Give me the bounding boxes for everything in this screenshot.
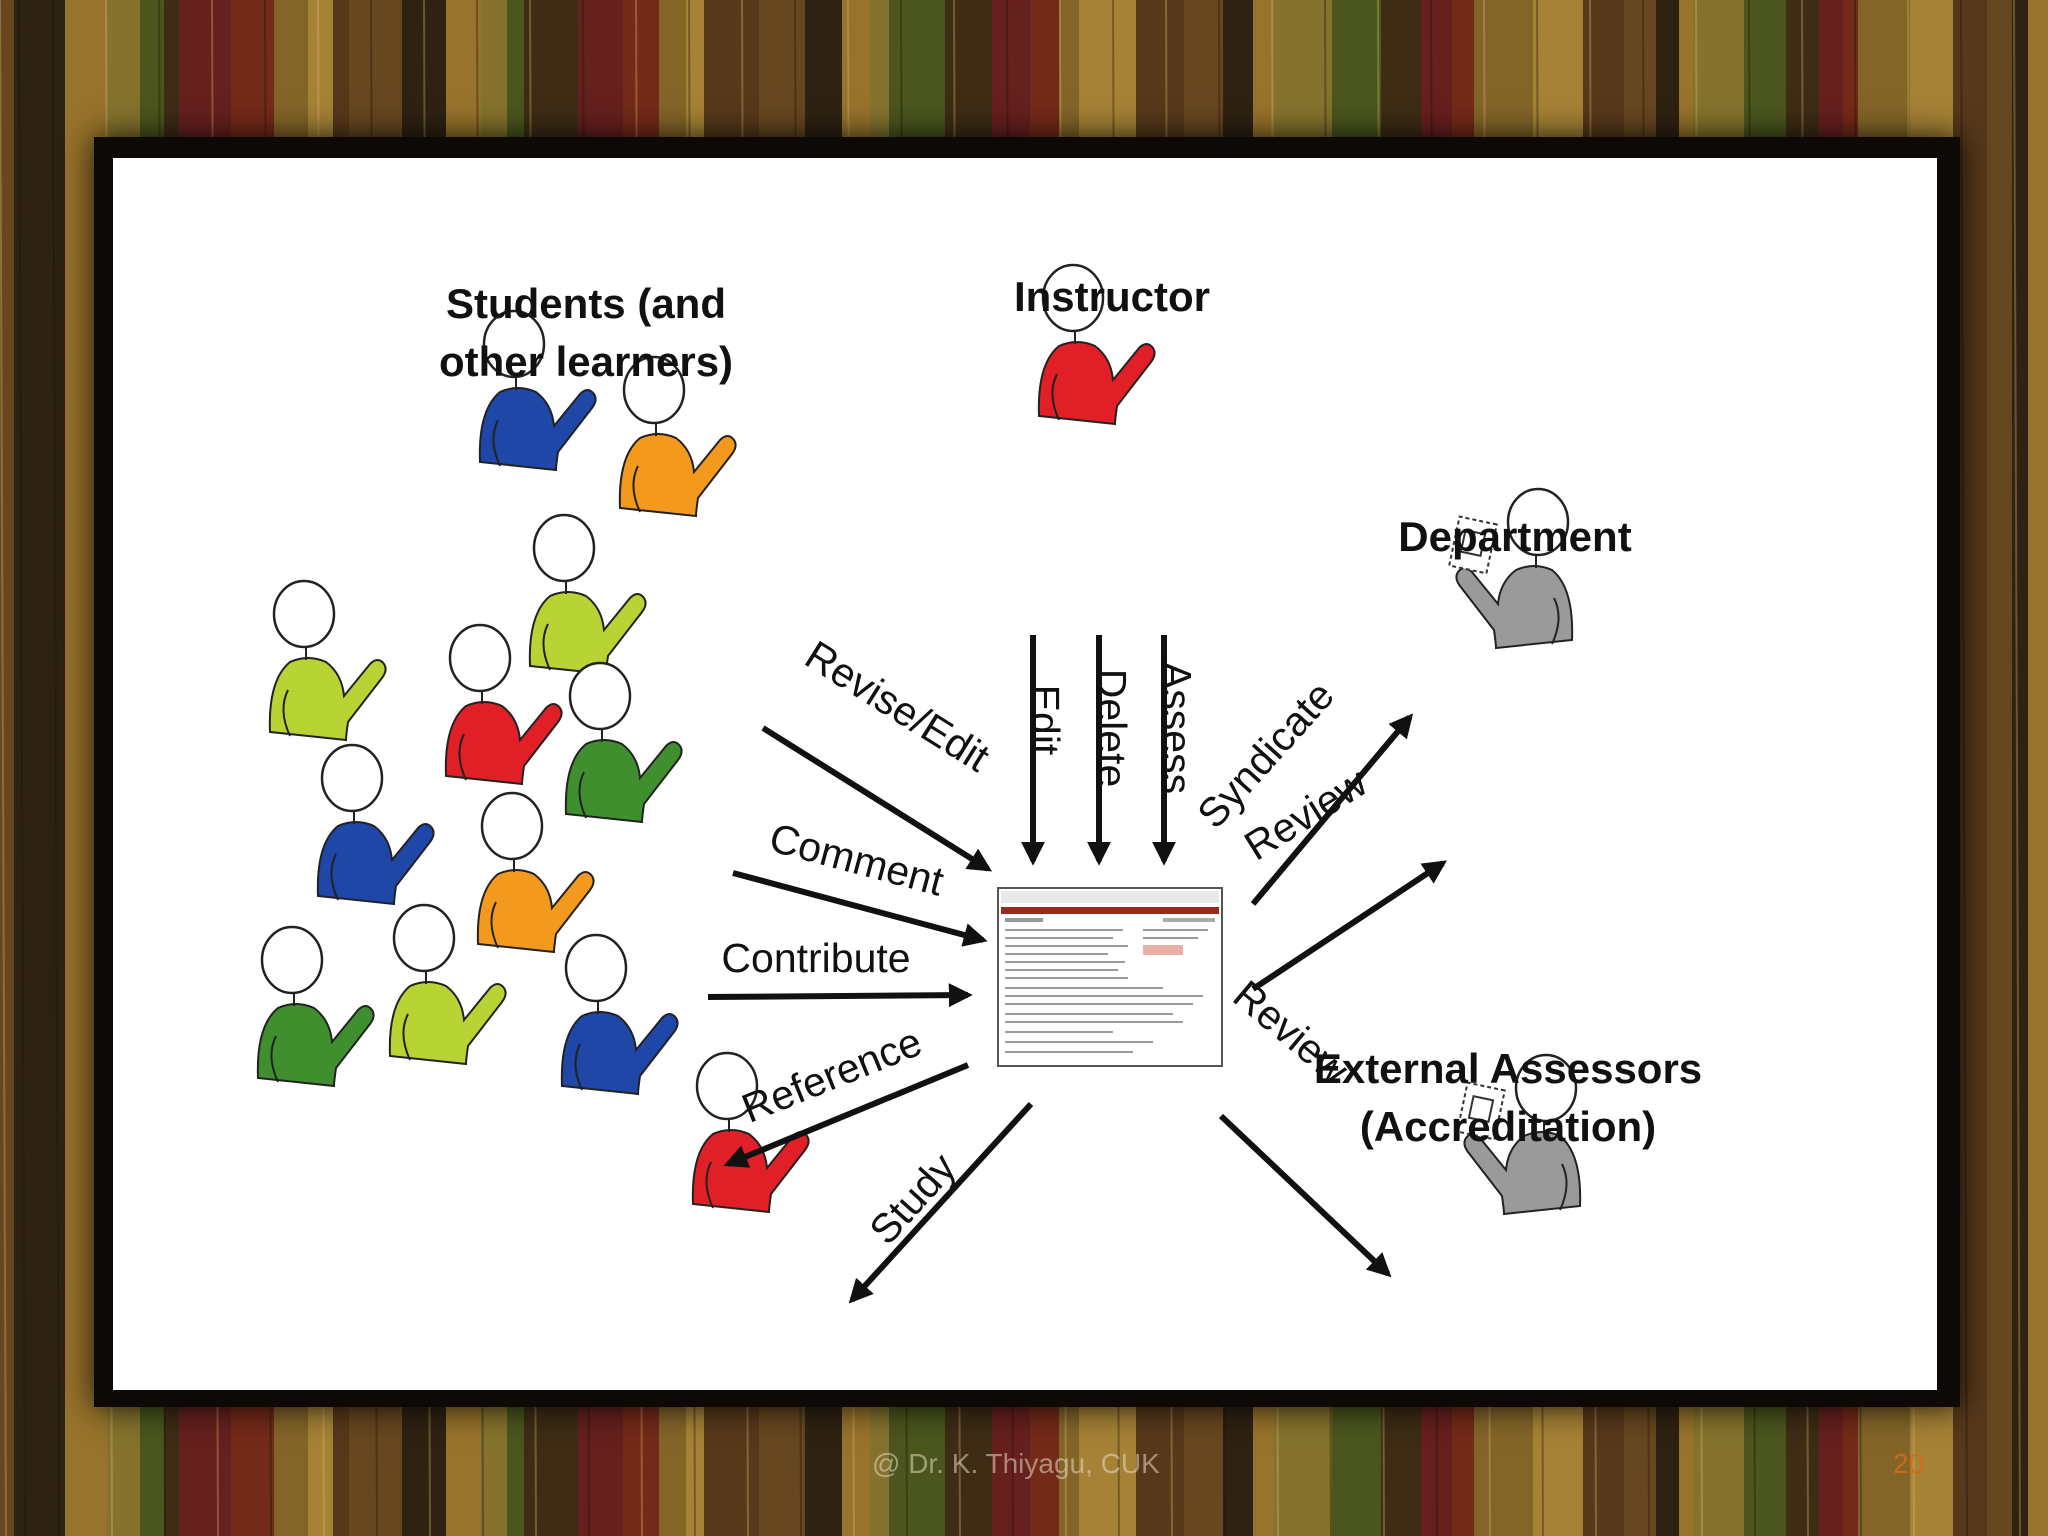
contribute-arrow [707, 983, 973, 1008]
revise-edit-label: Revise/Edit [797, 632, 998, 781]
contribute-label: Contribute [721, 935, 910, 981]
instructor-figure [1037, 263, 1156, 426]
syndicate-arrow [1250, 713, 1414, 906]
student-figure [268, 579, 387, 742]
student-figure [528, 513, 647, 676]
instructor-heading: Instructor [1014, 273, 1210, 320]
student-figure [316, 743, 435, 906]
assessors-heading-line1: External Assessors [1314, 1045, 1702, 1092]
reference-arrow [723, 1062, 970, 1168]
reference-label: Reference [735, 1018, 928, 1132]
course-website-thumbnail [997, 887, 1223, 1067]
revise-edit-arrow [761, 725, 993, 872]
tablet-icon [1456, 1081, 1506, 1141]
student-figure [388, 903, 507, 1066]
comment-arrow [732, 870, 988, 947]
student-figure [691, 1051, 810, 1214]
review-department-arrow [1251, 860, 1448, 992]
assess-label: Assess [1154, 662, 1200, 794]
students-heading-line2: other learners) [439, 338, 733, 385]
slide-number: 20 [1893, 1448, 1925, 1479]
footer-credit: @ Dr. K. Thiyagu, CUK [872, 1448, 1160, 1479]
edit-label: Edit [1022, 685, 1068, 756]
student-figure [478, 309, 597, 472]
student-figure [444, 623, 563, 786]
student-figure [476, 791, 595, 954]
students-heading-line1: Students (and [446, 280, 726, 327]
assessor-figure [1456, 1053, 1582, 1216]
review-assessors-label: Review [1225, 971, 1358, 1093]
study-arrow [848, 1101, 1034, 1304]
student-figure [560, 933, 679, 1096]
student-figure [564, 661, 683, 824]
assessors-heading-line2: (Accreditation) [1360, 1103, 1656, 1150]
student-figure [256, 925, 375, 1088]
department-heading: Department [1398, 513, 1631, 560]
course-site-diagram: Students (and other learners) Instructor… [256, 263, 1702, 1304]
review-assessors-arrow [1218, 1113, 1392, 1278]
student-figure [618, 355, 737, 518]
delete-label: Delete [1089, 669, 1135, 788]
diagram-panel: Students (and other learners) Instructor… [113, 158, 1937, 1390]
